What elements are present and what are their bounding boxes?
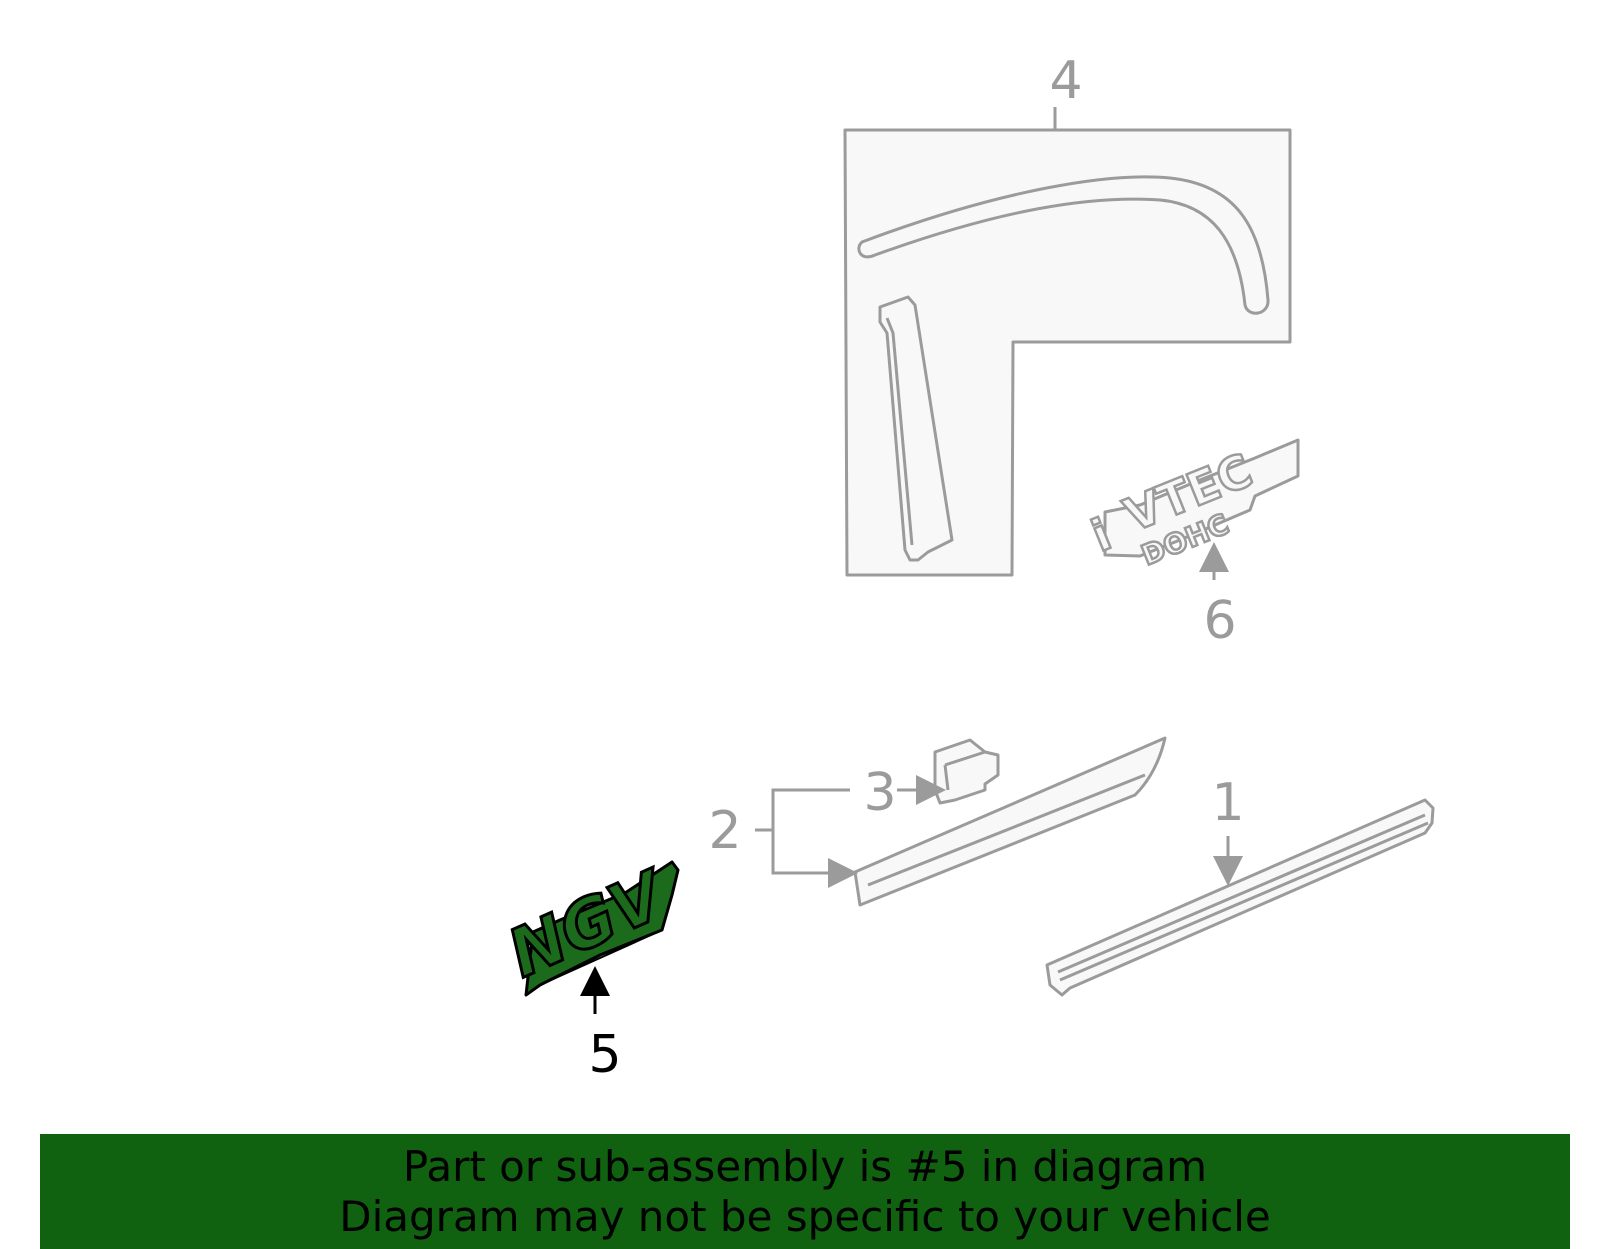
info-banner: Part or sub-assembly is #5 in diagram Di… — [40, 1134, 1570, 1249]
part-1-rocker-moulding[interactable] — [1045, 798, 1435, 997]
leader-2 — [771, 788, 858, 888]
callout-3[interactable]: 3 — [863, 763, 896, 823]
part-3-clip[interactable] — [933, 738, 1000, 805]
callout-6[interactable]: 6 — [1203, 591, 1236, 651]
callout-2[interactable]: 2 — [708, 801, 741, 861]
part-6-ivtec-emblem[interactable]: i VTEC DOHC — [1082, 438, 1300, 586]
part-2-door-moulding[interactable] — [853, 736, 1167, 907]
callout-1[interactable]: 1 — [1211, 773, 1244, 833]
callout-4[interactable]: 4 — [1049, 51, 1082, 111]
callout-5[interactable]: 5 — [588, 1025, 621, 1085]
banner-line-1: Part or sub-assembly is #5 in diagram — [402, 1141, 1208, 1191]
part-4-moulding-kit[interactable] — [843, 107, 1292, 577]
part-5-ngv-emblem[interactable]: NGV — [496, 853, 681, 997]
banner-line-2: Diagram may not be specific to your vehi… — [339, 1191, 1271, 1241]
